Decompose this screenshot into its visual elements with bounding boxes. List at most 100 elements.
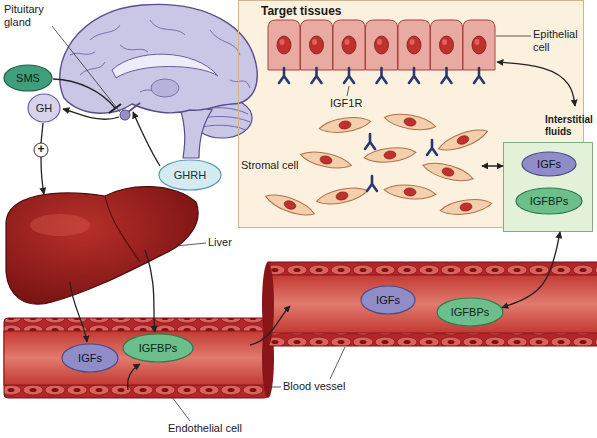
ellipse-shape [4,65,52,91]
liver-lobe-line [105,196,140,262]
epithelial-cell [366,20,398,70]
secretion-arrow [70,282,87,342]
protein-ellipse: IGFBPs [436,297,504,327]
plus-sign: + [34,143,48,157]
part-label: Blood vessel [283,380,363,393]
epithelial-cell [463,20,495,70]
stromal-cell [299,148,353,172]
exchange-arrow [482,165,503,166]
tissue-panel-fill [238,0,584,228]
receptor-symbol [409,68,419,83]
epithelial-cell [431,20,463,70]
exchange-arrow [497,62,575,106]
plus-circle [34,143,48,157]
receptor-symbol [279,68,289,83]
box-heading: Interstitial fluids [545,114,597,138]
epithelial-cell [268,20,300,70]
node-text: IGFBPs [451,306,490,318]
node-text: IGFs [78,352,102,364]
hormone-ellipse: GHRH [158,159,222,191]
secretion-arrow [145,250,155,332]
vessel-wall [4,318,268,398]
fluid-compartment: Interstitial fluidsIGFsIGFBPs [503,106,595,232]
receptor-symbol [312,68,322,83]
node-text: GHRH [174,169,206,181]
exchange-arrow [502,232,560,308]
protein-ellipse: IGFBPs [515,187,583,215]
inhibition-bar [109,104,121,113]
stromal-cell [384,183,437,201]
receptor-symbol [427,140,437,155]
stromal-cell [315,184,369,208]
part-label: IGF1R [330,97,370,110]
stromal-cell [383,111,437,133]
protein-ellipse: IGFs [521,151,577,177]
receptor-symbol [367,176,377,191]
part-label: Liver [208,236,248,249]
vessel-end [262,262,274,346]
node-text: IGFs [376,294,400,306]
epithelial-cell [398,20,430,70]
receptor-symbol [365,134,375,149]
ellipse-shape [516,188,582,214]
receptor-symbol [377,68,387,83]
part-label: Pituitary gland [4,3,62,29]
inhibition-line [53,79,115,108]
part-label: Stromal cell [241,159,311,172]
receptor-symbol [344,68,354,83]
node-text: SMS [16,72,40,84]
stromal-cell [439,197,492,218]
stromal-cell [363,146,416,165]
panel-heading: Target tissues [261,4,341,18]
protein-ellipse: IGFs [360,285,416,315]
ellipse-shape [437,298,503,326]
secretion-arrow [128,364,140,390]
hormone-arrow [41,123,43,143]
stromal-cell [263,190,316,220]
corpus-callosum [112,54,218,78]
part-label: Epithelial cell [533,28,593,54]
hormone-arrow [41,157,44,194]
ellipse-shape [522,152,576,176]
hormone-circle: GH [27,93,61,123]
leader-line [268,387,281,388]
flow-arrow [250,306,290,345]
hormone-ellipse: SMS [3,64,53,92]
node-text: IGFs [537,158,561,170]
ellipse-shape [159,160,221,190]
part-label: Endothelial cell [168,422,268,435]
stromal-cell [436,125,489,155]
leader-line [52,26,120,112]
hormone-arrow [133,112,160,166]
receptor-symbol [474,68,484,83]
ellipse-shape [123,334,193,362]
leader-line [496,36,531,37]
liver [6,187,198,305]
edge-group [482,62,575,307]
hormone-arrow [63,109,119,119]
node-text: IGFBPs [530,195,569,207]
vessel-lumen [4,331,268,385]
leader-line [347,86,349,96]
epithelial-cell [333,20,365,70]
thalamus [151,79,179,97]
leader-line [330,347,345,379]
epithelial-cell [301,20,333,70]
vessel-wall [268,262,597,346]
protein-ellipse: IGFs [61,343,119,373]
cerebrum [60,4,257,113]
vessel-lumen [268,275,597,333]
leader-line [172,397,190,421]
stromal-cell [421,159,475,185]
node-text: GH [36,102,53,114]
leader-line [176,243,206,246]
ellipse-shape [28,94,60,122]
ellipse-shape [361,286,415,314]
node-text: IGFBPs [139,342,178,354]
pituitary-stalk [128,103,140,112]
ellipse-shape [62,344,118,372]
protein-ellipse: IGFBPs [122,333,194,363]
